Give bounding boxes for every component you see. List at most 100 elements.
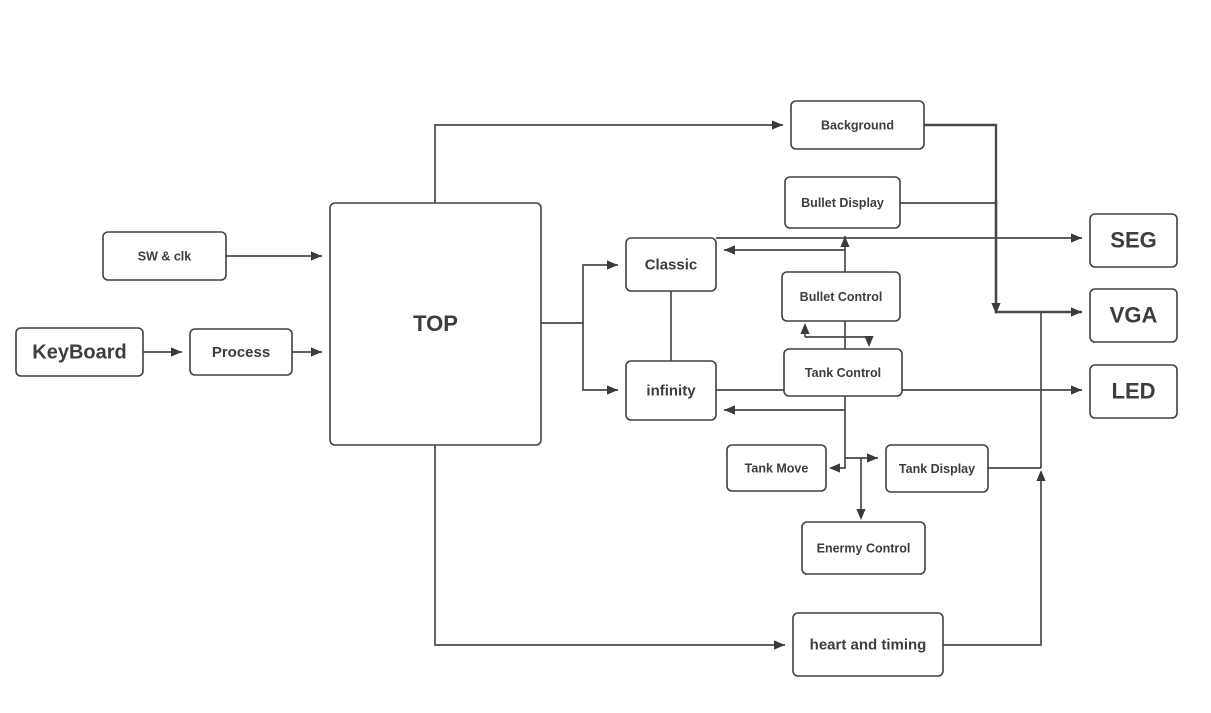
edge-classic-to-seg — [716, 233, 1082, 243]
edge-bullet-to-tank-control — [805, 336, 874, 347]
node-box[interactable] — [1089, 364, 1178, 419]
node-label: SEG — [1110, 227, 1156, 252]
edge-line — [834, 396, 846, 469]
node-infinity[interactable]: infinity — [625, 360, 717, 421]
arrow-head-icon — [1036, 470, 1046, 481]
node-label: Bullet Control — [800, 290, 883, 304]
arrow-head-icon — [772, 120, 783, 130]
node-process[interactable]: Process — [189, 328, 293, 376]
node-box[interactable] — [189, 328, 293, 376]
edge-bullet-control-to-classic — [724, 245, 845, 255]
edge-line — [582, 323, 618, 391]
node-background[interactable]: Background — [790, 100, 925, 150]
arrow-head-icon — [607, 260, 618, 270]
node-label: LED — [1112, 378, 1156, 403]
arrow-head-icon — [856, 509, 866, 520]
node-seg[interactable]: SEG — [1089, 213, 1178, 268]
arrow-head-icon — [1071, 307, 1082, 317]
node-box[interactable] — [329, 202, 542, 446]
edge-line — [541, 264, 618, 324]
edge-tank-to-enermy-control — [856, 458, 866, 520]
edge-line — [434, 445, 785, 646]
edge-tank-control-down-trunk — [829, 396, 846, 473]
arrow-head-icon — [774, 640, 785, 650]
edge-background-to-vga — [924, 123, 1082, 317]
node-box[interactable] — [781, 271, 901, 322]
node-tank_display[interactable]: Tank Display — [885, 444, 989, 493]
edge-line — [434, 124, 783, 203]
node-label: SW & clk — [138, 249, 192, 263]
arrow-head-icon — [840, 236, 850, 247]
node-bullet_display[interactable]: Bullet Display — [784, 176, 901, 229]
edge-top-to-classic — [541, 260, 618, 324]
edge-top-to-infinity — [582, 323, 618, 395]
edge-top-to-heart-timing — [434, 445, 785, 650]
node-top[interactable]: TOP — [329, 202, 542, 446]
node-box[interactable] — [15, 327, 144, 377]
node-bullet_control[interactable]: Bullet Control — [781, 271, 901, 322]
edge-heart-timing-up — [943, 470, 1046, 646]
node-enermy_control[interactable]: Enermy Control — [801, 521, 926, 575]
node-label: Background — [821, 118, 894, 132]
node-label: infinity — [646, 382, 696, 399]
arrow-head-icon — [311, 251, 322, 261]
node-box[interactable] — [726, 444, 827, 492]
node-box[interactable] — [625, 237, 717, 292]
arrow-head-icon — [607, 385, 618, 395]
node-label: Bullet Display — [801, 196, 884, 210]
node-label: heart and timing — [810, 636, 927, 653]
arrow-head-icon — [171, 347, 182, 357]
edge-bullet-control-to-display — [840, 236, 850, 272]
node-keyboard[interactable]: KeyBoard — [15, 327, 144, 377]
edge-vga-trunk-arrow — [991, 200, 1001, 314]
node-box[interactable] — [790, 100, 925, 150]
arrow-head-icon — [800, 323, 810, 334]
arrow-head-icon — [864, 336, 874, 347]
edge-swclk-to-top — [226, 251, 322, 261]
node-box[interactable] — [783, 348, 903, 397]
arrow-head-icon — [867, 453, 878, 463]
node-box[interactable] — [801, 521, 926, 575]
edge-tank-to-bullet-control — [800, 323, 810, 337]
node-label: Process — [212, 344, 270, 361]
arrow-head-icon — [311, 347, 322, 357]
arrow-head-icon — [724, 245, 735, 255]
node-box[interactable] — [792, 612, 944, 677]
edge-layer — [143, 120, 1082, 650]
arrow-head-icon — [1071, 385, 1082, 395]
arrow-head-icon — [991, 303, 1001, 314]
node-box[interactable] — [1089, 213, 1178, 268]
node-label: Tank Control — [805, 366, 881, 380]
arrow-head-icon — [1071, 233, 1082, 243]
edge-process-to-top — [292, 347, 322, 357]
node-tank_control[interactable]: Tank Control — [783, 348, 903, 397]
node-label: Enermy Control — [817, 541, 911, 555]
arrow-head-icon — [724, 405, 735, 415]
edge-top-to-background — [434, 120, 783, 203]
edge-keyboard-to-process — [143, 347, 182, 357]
node-label: Tank Move — [745, 461, 809, 475]
node-box[interactable] — [625, 360, 717, 421]
node-box[interactable] — [784, 176, 901, 229]
node-tank_move[interactable]: Tank Move — [726, 444, 827, 492]
node-label: Classic — [645, 256, 698, 273]
node-label: KeyBoard — [32, 341, 126, 363]
arrow-head-icon — [829, 463, 840, 473]
node-led[interactable]: LED — [1089, 364, 1178, 419]
node-label: TOP — [413, 311, 458, 336]
node-box[interactable] — [102, 231, 227, 281]
node-heart_timing[interactable]: heart and timing — [792, 612, 944, 677]
node-sw_clk[interactable]: SW & clk — [102, 231, 227, 281]
node-classic[interactable]: Classic — [625, 237, 717, 292]
node-box[interactable] — [885, 444, 989, 493]
edge-line — [943, 478, 1042, 646]
node-vga[interactable]: VGA — [1089, 288, 1178, 343]
edge-line — [924, 123, 1082, 314]
node-label: VGA — [1110, 302, 1158, 327]
edge-tank-control-to-infinity — [724, 405, 845, 415]
edge-line — [805, 336, 870, 341]
node-box[interactable] — [1089, 288, 1178, 343]
